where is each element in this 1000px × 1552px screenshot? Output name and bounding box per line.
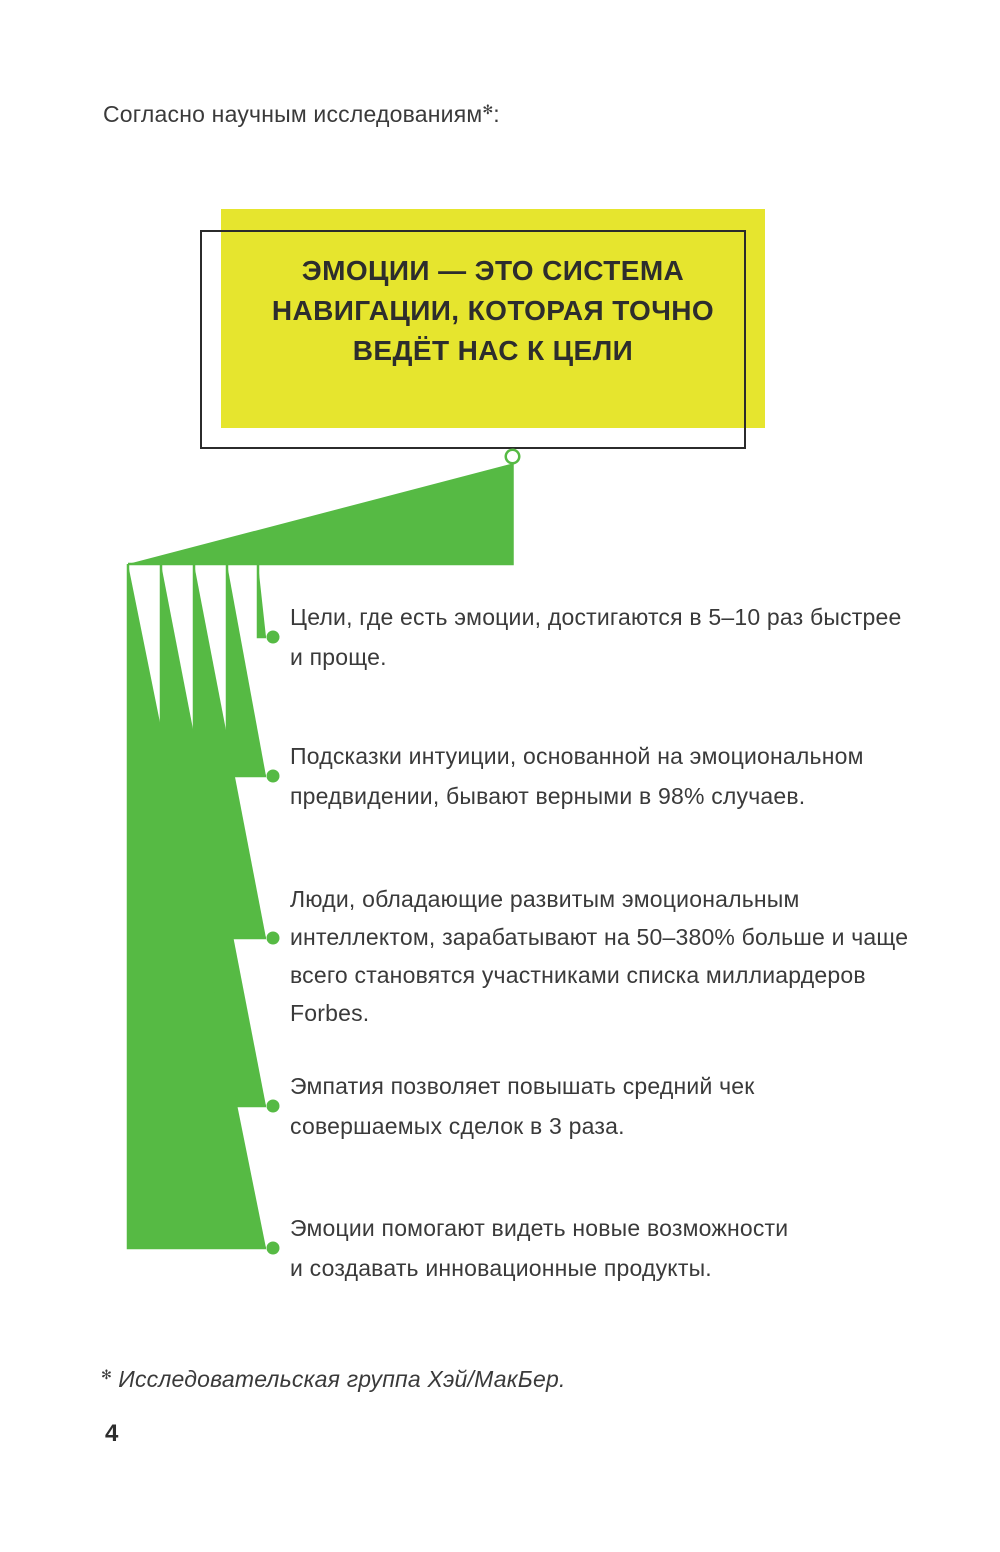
bullet-text-5: Эмоции помогают видеть новые возможности… (290, 1215, 789, 1281)
bullet-dot-icon (266, 769, 280, 783)
footnote-reference-asterisk-icon: ✻ (482, 103, 494, 118)
intro-text: Согласно научным исследованиям (103, 101, 483, 127)
bullet-text-4: Эмпатия позволяет повышать средний чек с… (290, 1073, 755, 1139)
bullet-dot-icon (266, 1241, 280, 1255)
bullet-dot-icon (266, 931, 280, 945)
bullet-text-2: Подсказки интуиции, основанной на эмоцио… (290, 743, 864, 809)
connector-lines (126, 463, 514, 1250)
connector-endpoint-dots (266, 630, 280, 1255)
bullet-text-1: Цели, где есть эмоции, достигаются в 5–1… (290, 604, 902, 670)
bullet-dot-icon (266, 630, 280, 644)
bullet-dot-icon (266, 1099, 280, 1113)
intro-colon: : (493, 101, 500, 127)
connector-branch-1 (256, 564, 266, 639)
quote-highlight-rect (221, 209, 765, 428)
connector-root-node-icon (504, 448, 521, 465)
bullet-text-3: Люди, обладающие развитым эмоциональным … (290, 886, 909, 1026)
intro-line: Согласно научным исследованиям✻: (103, 101, 500, 128)
footnote-text: Исследовательская группа Хэй/МакБер. (118, 1366, 566, 1392)
page-number: 4 (105, 1420, 119, 1447)
footnote-asterisk-icon: ✻ (101, 1368, 112, 1383)
connector-trunk (128, 463, 514, 566)
connector-branch-5 (126, 564, 266, 1250)
quote-text: ЭМОЦИИ — ЭТО СИСТЕМА НАВИГАЦИИ, КОТОРАЯ … (271, 254, 715, 366)
quote-border-rect (200, 230, 746, 449)
footnote: ✻ Исследовательская группа Хэй/МакБер. (101, 1366, 566, 1393)
